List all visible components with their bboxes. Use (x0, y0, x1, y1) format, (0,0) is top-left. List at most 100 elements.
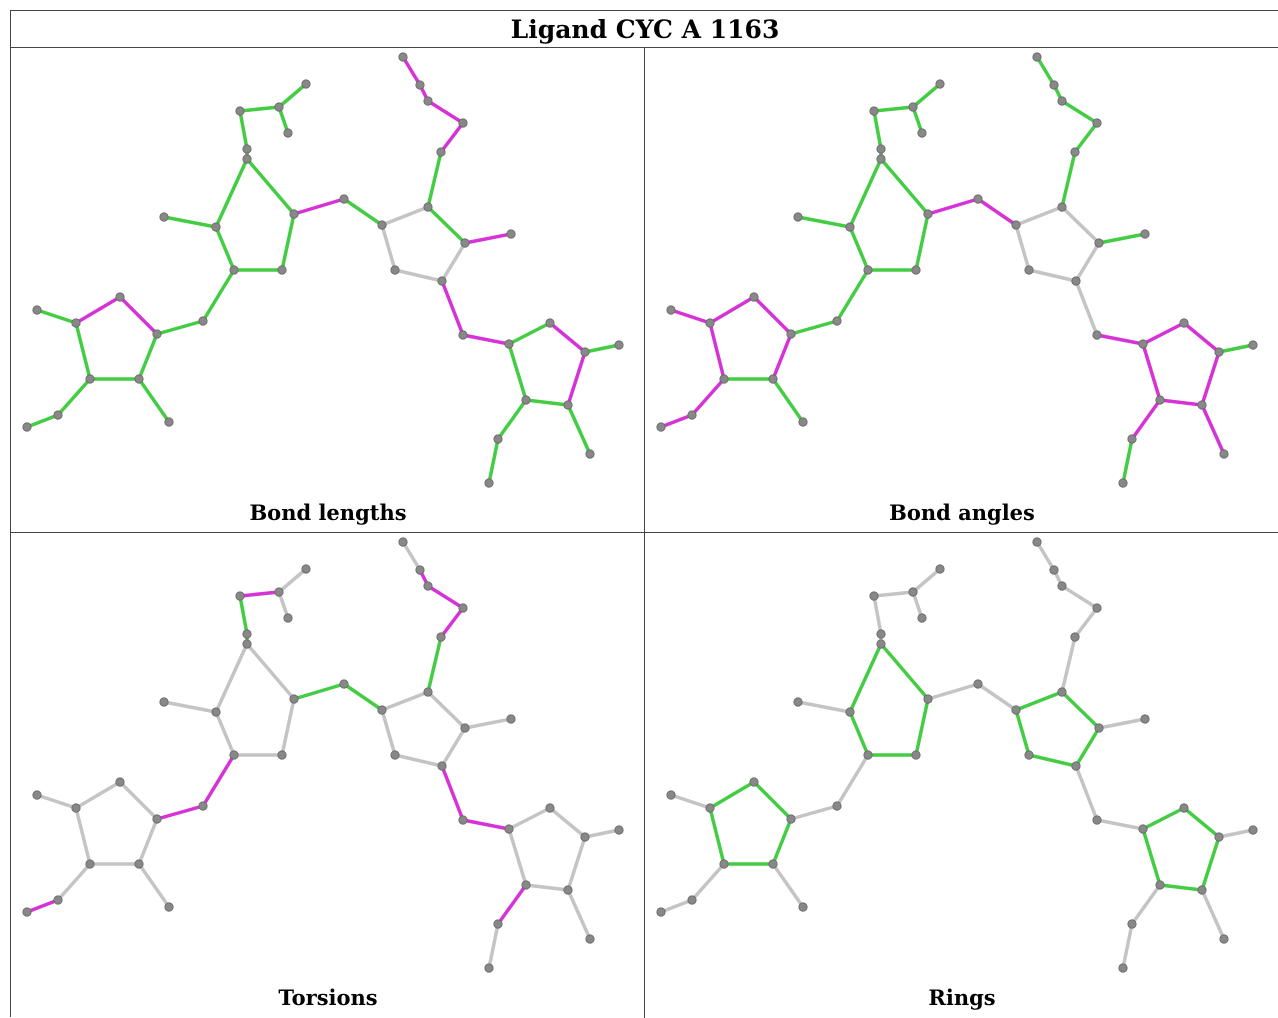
atom-f4 (458, 118, 468, 128)
atom-g5 (614, 340, 624, 350)
atom-g1 (1092, 330, 1102, 340)
atom-e3 (917, 128, 927, 138)
bond-f4-f5 (439, 606, 465, 639)
bond-e1-e2 (277, 567, 308, 594)
atom-g4 (580, 347, 590, 357)
atom-c6 (1024, 265, 1034, 275)
bond-d1-d2 (789, 319, 839, 336)
atom-g2 (504, 824, 514, 834)
bond-g3-g4 (548, 806, 587, 839)
atom-g10 (1118, 478, 1128, 488)
bond-g9-g10 (1121, 922, 1134, 970)
bond-a2-a1 (848, 157, 883, 229)
atom-d1 (198, 801, 208, 811)
bond-d4-d5 (669, 308, 712, 325)
atom-a4 (863, 265, 873, 275)
bond-a2-a3 (162, 215, 218, 229)
atom-g7 (521, 395, 531, 405)
atom-e2 (274, 102, 284, 112)
atom-d3 (749, 777, 759, 787)
bond-d4-d5 (669, 793, 712, 810)
atom-d4 (705, 318, 715, 328)
panel-bond-lengths: Bond lengths (11, 48, 645, 533)
atom-g6 (563, 400, 573, 410)
atom-a5 (277, 265, 287, 275)
atom-d5 (32, 790, 42, 800)
bond-d3-d4 (74, 295, 122, 325)
atom-g10 (1118, 963, 1128, 973)
bond-a4-a2 (214, 710, 236, 757)
bond-f4-f5 (439, 121, 465, 154)
bond-b1-c1 (976, 682, 1018, 712)
atom-a4 (863, 750, 873, 760)
atom-d9 (53, 895, 63, 905)
bond-d1-d2 (789, 804, 839, 821)
atom-a4 (229, 750, 239, 760)
bond-f5-c2 (1060, 150, 1077, 209)
bond-f4-f5 (1073, 606, 1099, 639)
atom-a5 (277, 750, 287, 760)
atom-e3 (283, 128, 293, 138)
atom-c2 (1057, 687, 1067, 697)
bond-e4-e5 (238, 109, 249, 151)
bond-a4-a2 (848, 225, 870, 272)
atom-e4 (869, 106, 879, 116)
bond-d2-d3 (118, 295, 159, 336)
bond-d2-d3 (118, 780, 159, 821)
bond-d3-d4 (708, 295, 756, 325)
molecule-torsions (22, 537, 624, 973)
bond-c6-c1 (1014, 708, 1031, 757)
atom-f4 (1092, 603, 1102, 613)
bond-d2-d3 (752, 295, 793, 336)
atom-g3 (545, 803, 555, 813)
atom-f4 (458, 603, 468, 613)
bond-c5-g1 (1074, 279, 1099, 337)
atom-a5 (911, 265, 921, 275)
caption-bond-lengths: Bond lengths (249, 500, 407, 525)
atom-d9 (53, 410, 63, 420)
bond-a6-b1 (292, 197, 346, 216)
bond-d6-d9 (690, 862, 726, 902)
bond-f3-f4 (1060, 584, 1099, 610)
bond-g4-g6 (566, 350, 587, 407)
bond-g7-g2 (1141, 827, 1162, 887)
bond-g3-g4 (1182, 321, 1221, 354)
atom-b1 (973, 679, 983, 689)
bond-a4-d1 (835, 268, 870, 323)
bond-f1-f2 (1035, 55, 1056, 87)
atom-a3 (159, 697, 169, 707)
atom-c4 (506, 714, 516, 724)
bond-a2-a3 (162, 700, 218, 714)
atom-c3 (1094, 238, 1104, 248)
bond-g4-g6 (1200, 835, 1221, 892)
atom-g5 (1248, 825, 1258, 835)
atom-d1 (198, 316, 208, 326)
atom-g5 (614, 825, 624, 835)
bond-a1-a6 (245, 157, 296, 216)
bond-c3-c4 (1097, 232, 1147, 245)
atom-f5 (1070, 147, 1080, 157)
atom-f3 (1057, 581, 1067, 591)
bond-d7-d2 (137, 332, 159, 381)
atom-b1 (973, 194, 983, 204)
bond-c3-c4 (463, 232, 513, 245)
bond-f5-c2 (426, 150, 443, 209)
atom-e4 (235, 591, 245, 601)
bond-d9-d10 (659, 898, 694, 914)
bond-a1-a6 (245, 642, 296, 701)
molecule-rings (656, 537, 1258, 973)
bond-c6-c1 (380, 223, 397, 272)
bond-g7-g2 (1141, 342, 1162, 402)
bond-f1-f2 (401, 55, 422, 87)
atom-f5 (436, 632, 446, 642)
atom-d5 (666, 790, 676, 800)
bond-b1-c1 (342, 197, 384, 227)
molecule-bond-angles (656, 52, 1258, 488)
atom-c5 (1071, 761, 1081, 771)
atom-g8 (1219, 934, 1229, 944)
bond-c3-c4 (463, 717, 513, 730)
atom-d8 (798, 417, 808, 427)
atom-g7 (521, 880, 531, 890)
atom-c3 (1094, 723, 1104, 733)
atom-f1 (398, 52, 408, 62)
